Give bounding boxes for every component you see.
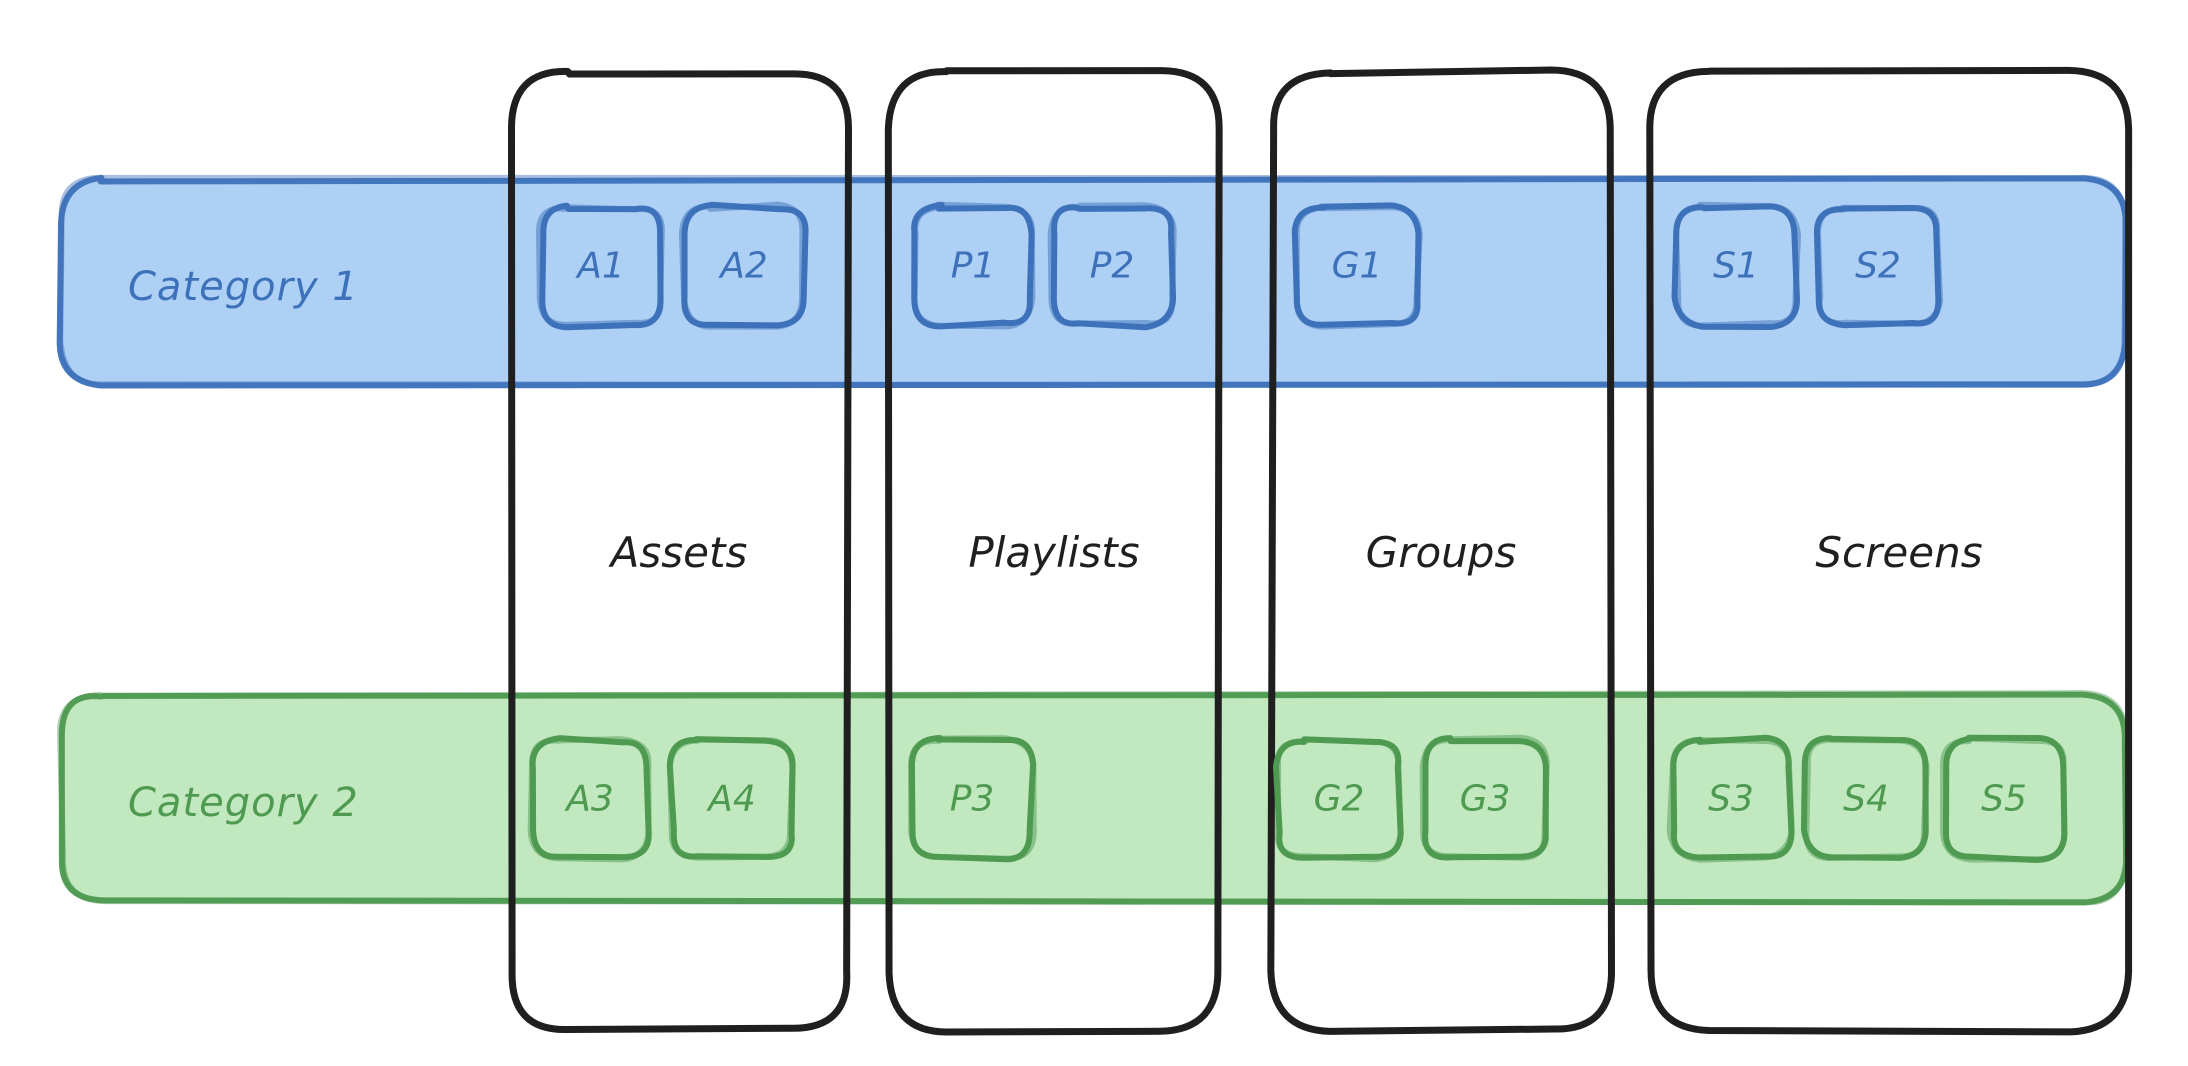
chip-fill [911, 739, 1033, 859]
chip-label-a1: A1 [577, 245, 625, 287]
chip-fill [1295, 205, 1419, 326]
chip-label-s5: S5 [1981, 778, 2027, 820]
chip-outline [1275, 736, 1404, 863]
chip-fill [913, 206, 1032, 325]
chip-label-a4: A4 [708, 778, 756, 820]
band-outline [58, 691, 2130, 906]
chip-fill [1942, 739, 2065, 859]
chip-label-s2: S2 [1855, 245, 1901, 287]
chip-fill [540, 207, 663, 326]
chip-fill [1276, 739, 1401, 859]
chip-a1[interactable] [535, 202, 665, 331]
chip-outline [1419, 734, 1550, 861]
column-outline [884, 67, 1223, 1036]
band-outline [56, 174, 2129, 389]
chip-fill [1817, 207, 1939, 326]
chip-fill [1050, 205, 1172, 326]
column-outline [1646, 66, 2133, 1036]
chip-outline [1293, 204, 1423, 330]
column-label-playlists: Playlists [968, 528, 1140, 577]
chip-a4[interactable] [666, 736, 796, 861]
column-container-assets[interactable] [507, 67, 852, 1033]
chip-fill [1423, 739, 1546, 859]
chip-p2[interactable] [1047, 202, 1177, 331]
band-label-category-1: Category 1 [128, 264, 359, 310]
chip-outline [1666, 736, 1795, 863]
chip-fill [671, 738, 792, 859]
chip-outline [1814, 204, 1944, 327]
chip-s3[interactable] [1666, 734, 1795, 863]
chip-outline [1047, 202, 1177, 327]
chip-a3[interactable] [527, 735, 652, 863]
chip-outline [1940, 735, 2068, 863]
chip-s5[interactable] [1940, 734, 2068, 864]
chip-s4[interactable] [1800, 735, 1930, 861]
chip-g3[interactable] [1419, 734, 1550, 861]
chip-fill [1676, 206, 1797, 326]
chip-fill [683, 206, 804, 325]
chip-label-s1: S1 [1713, 245, 1759, 287]
chip-outline [527, 736, 652, 863]
column-outline [507, 67, 852, 1033]
chip-outline [908, 735, 1037, 862]
chip-a2[interactable] [678, 201, 809, 330]
chip-label-s3: S3 [1708, 778, 1754, 820]
chip-label-g3: G3 [1459, 778, 1511, 820]
chip-label-g2: G2 [1313, 778, 1365, 820]
chip-outline [911, 201, 1036, 330]
chip-p1[interactable] [911, 201, 1036, 330]
column-label-screens: Screens [1815, 528, 1983, 577]
chip-outline [1803, 736, 1930, 861]
chip-g1[interactable] [1291, 202, 1423, 330]
chip-outline [535, 204, 665, 328]
chip-label-a3: A3 [566, 778, 614, 820]
chip-s1[interactable] [1671, 201, 1802, 331]
chip-s2[interactable] [1814, 204, 1944, 329]
chip-label-s4: S4 [1843, 778, 1889, 820]
chip-fill [532, 739, 649, 859]
band-outline [57, 690, 2130, 906]
band-outline [57, 174, 2129, 388]
chip-label-p3: P3 [949, 778, 995, 820]
chip-label-p2: P2 [1089, 245, 1135, 287]
column-container-screens[interactable] [1646, 66, 2133, 1036]
chip-g2[interactable] [1272, 736, 1404, 863]
chip-fill [1805, 740, 1928, 859]
chip-p3[interactable] [908, 734, 1037, 863]
chip-outline [666, 736, 796, 861]
column-outline [1267, 66, 1615, 1035]
chip-outline [678, 201, 806, 330]
chip-label-a2: A2 [720, 245, 768, 287]
chip-label-p1: P1 [950, 245, 996, 287]
column-container-playlists[interactable] [884, 67, 1223, 1036]
chip-label-g1: G1 [1331, 245, 1383, 287]
column-label-groups: Groups [1365, 528, 1517, 577]
column-label-assets: Assets [610, 528, 748, 577]
column-container-groups[interactable] [1267, 66, 1615, 1035]
chip-outline [1673, 201, 1802, 329]
chip-fill [1671, 740, 1791, 859]
band-label-category-2: Category 2 [128, 780, 359, 826]
